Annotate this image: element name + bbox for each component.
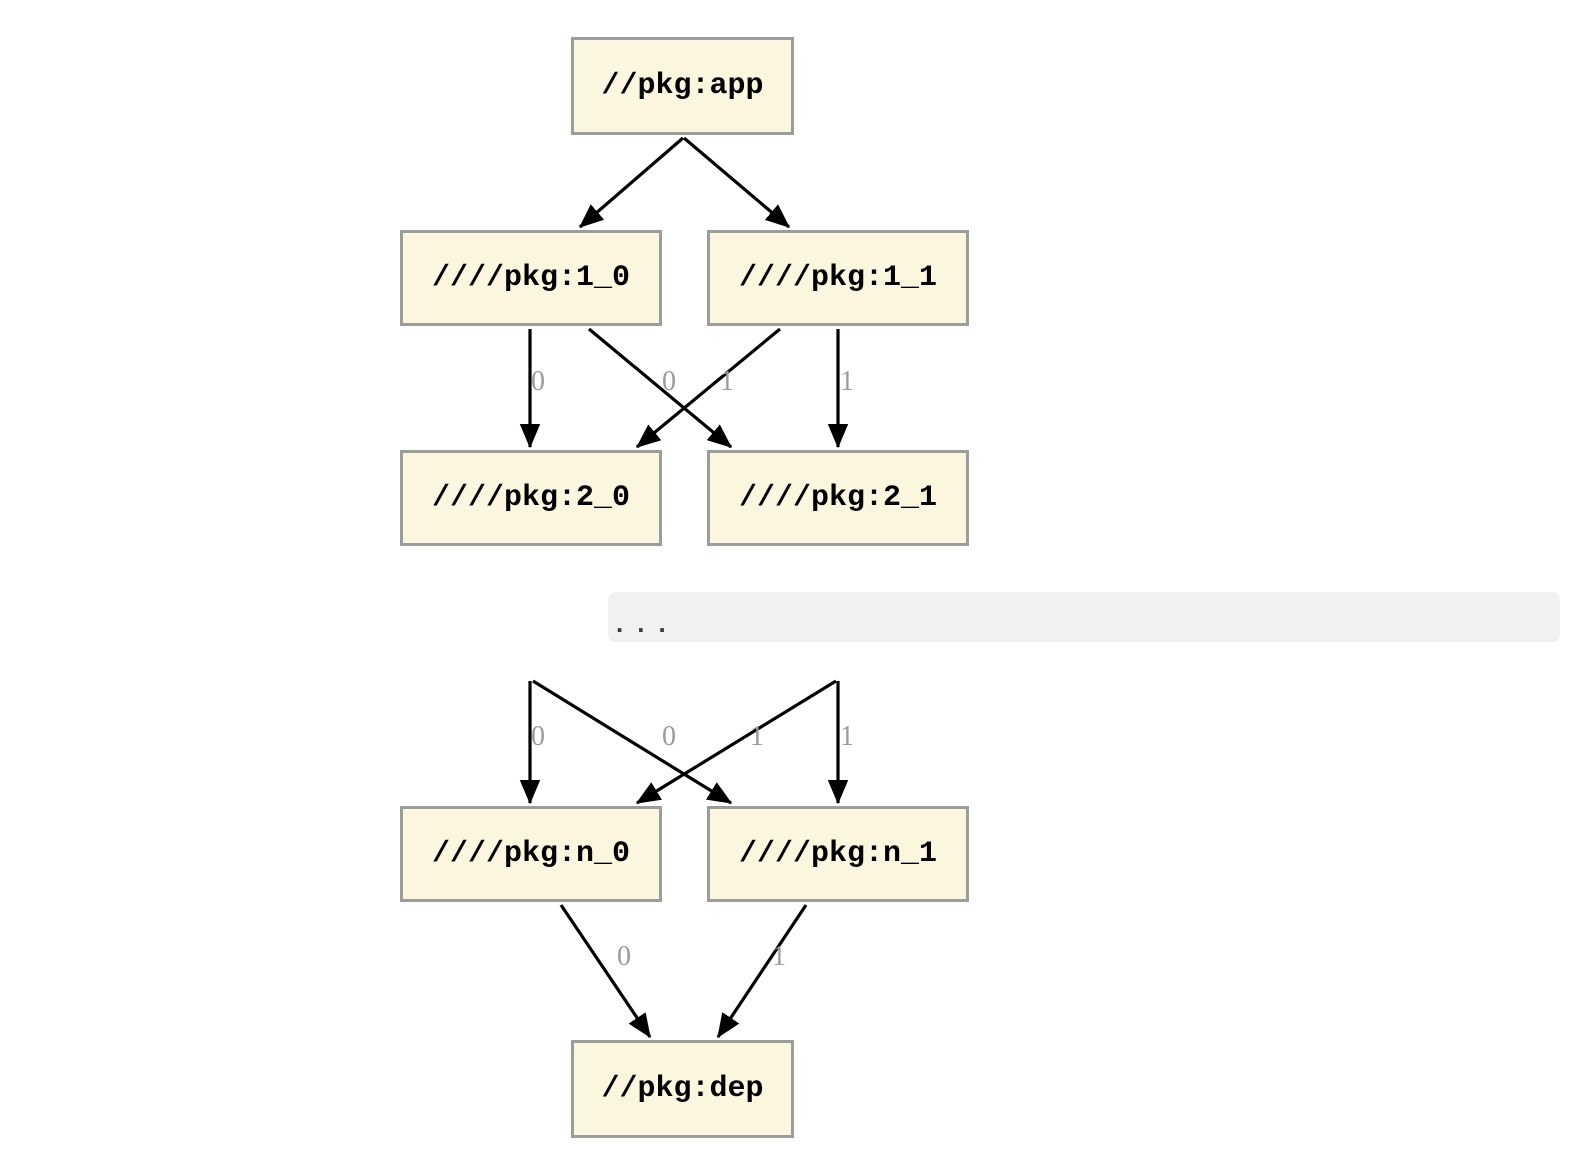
- node-pkg-dep[interactable]: //pkg:dep: [571, 1040, 794, 1138]
- graph-edge: [532, 679, 733, 805]
- node-label: ////pkg:1_1: [738, 261, 938, 295]
- ellipsis-label: ...: [616, 608, 680, 638]
- node-label: //pkg:dep: [601, 1072, 764, 1106]
- node-pkg-n-0[interactable]: ////pkg:n_0: [400, 806, 662, 902]
- node-label: ////pkg:n_0: [431, 837, 631, 871]
- edge-label: 0: [531, 366, 545, 397]
- node-pkg-app[interactable]: //pkg:app: [571, 37, 794, 135]
- edge-label: 0: [617, 941, 631, 972]
- node-label: ////pkg:2_0: [431, 481, 631, 515]
- node-pkg-1-0[interactable]: ////pkg:1_0: [400, 230, 662, 326]
- edge-label: 1: [720, 366, 734, 397]
- node-pkg-2-0[interactable]: ////pkg:2_0: [400, 450, 662, 546]
- graph-edge: [635, 327, 782, 449]
- edge-label: 1: [772, 941, 786, 972]
- node-label: ////pkg:2_1: [738, 481, 938, 515]
- graph-edge: [578, 136, 685, 229]
- node-label: ////pkg:1_0: [431, 261, 631, 295]
- node-pkg-n-1[interactable]: ////pkg:n_1: [707, 806, 969, 902]
- edge-label: 0: [531, 721, 545, 752]
- graph-edge: [716, 904, 808, 1039]
- graph-edge: [587, 327, 733, 449]
- graph-edge: [682, 136, 791, 229]
- graph-edge: [635, 679, 837, 805]
- node-pkg-1-1[interactable]: ////pkg:1_1: [707, 230, 969, 326]
- node-label: //pkg:app: [601, 69, 764, 103]
- edge-label: 1: [750, 721, 764, 752]
- edge-label: 1: [840, 721, 854, 752]
- edge-label: 0: [662, 721, 676, 752]
- ellipsis-separator: ...: [608, 592, 1560, 642]
- graph-edge: [559, 904, 652, 1039]
- edge-label: 1: [840, 366, 854, 397]
- node-pkg-2-1[interactable]: ////pkg:2_1: [707, 450, 969, 546]
- edge-label: 0: [662, 366, 676, 397]
- node-label: ////pkg:n_1: [738, 837, 938, 871]
